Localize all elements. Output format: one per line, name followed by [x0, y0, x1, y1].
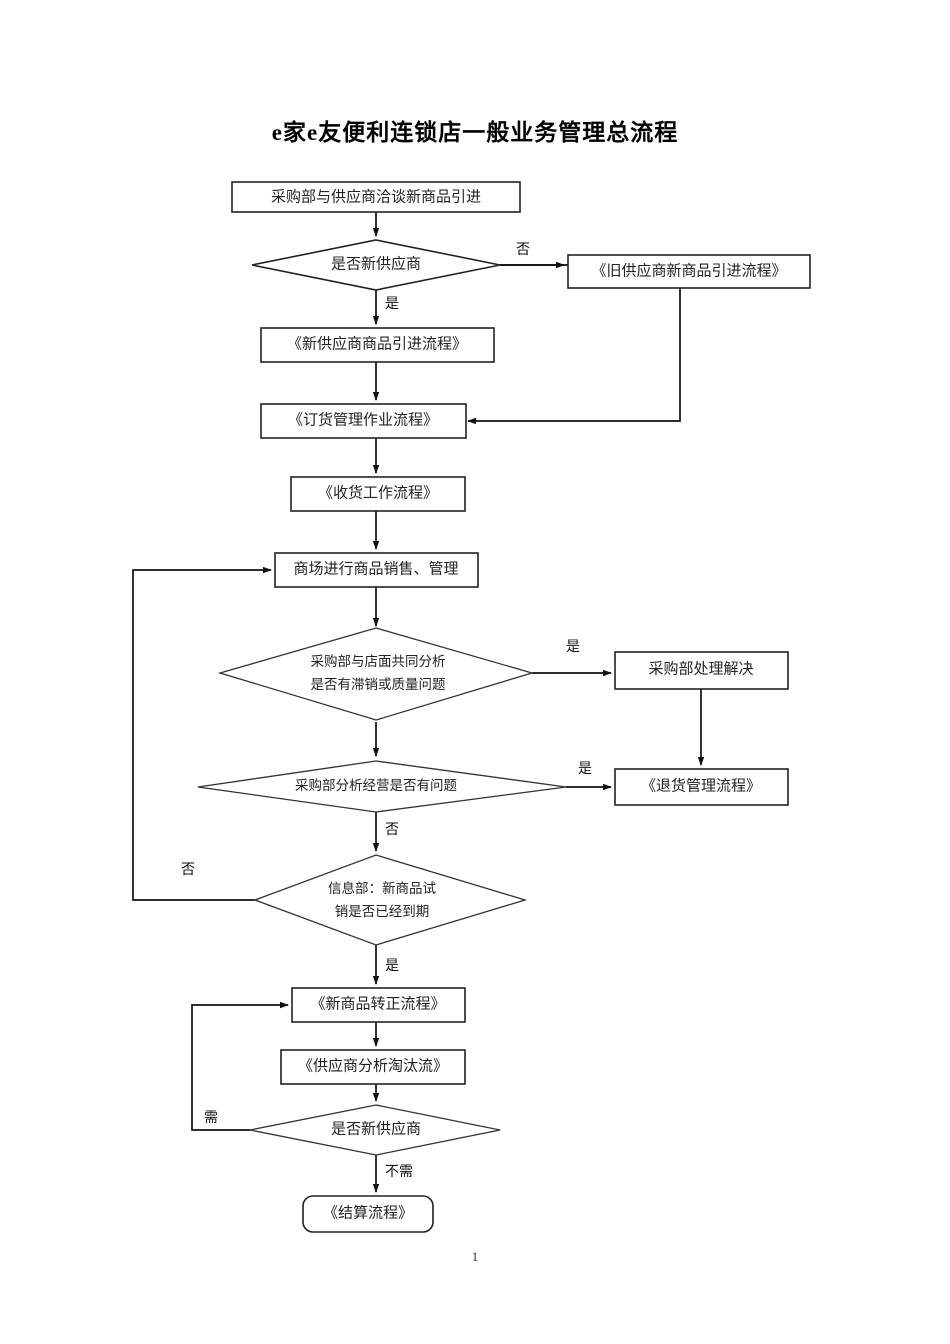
edge-label-need: 需 [204, 1110, 218, 1126]
node-n15-label: 是否新供应商 [331, 1119, 421, 1137]
edge-label-not-need: 不需 [385, 1164, 413, 1180]
node-n13[interactable]: 《新商品转正流程》 [291, 987, 466, 1023]
node-n10-label: 采购部分析经营是否有问题 [295, 778, 457, 793]
node-n3[interactable]: 《旧供应商新商品引进流程》 [567, 254, 811, 289]
node-n16-label: 《结算流程》 [323, 1203, 413, 1221]
node-n14-label: 《供应商分析淘汰流》 [298, 1056, 448, 1074]
node-n1[interactable]: 采购部与供应商洽谈新商品引进 [231, 181, 521, 213]
edge-label-yes-3: 是 [578, 762, 592, 777]
node-n4-label: 《新供应商商品引进流程》 [287, 334, 467, 352]
node-n1-label: 采购部与供应商洽谈新商品引进 [271, 187, 481, 205]
page-title: e家e友便利连锁店一般业务管理总流程 [271, 120, 679, 145]
node-n6-label: 《收货工作流程》 [318, 484, 438, 501]
node-n6[interactable]: 《收货工作流程》 [290, 476, 466, 512]
edge-n12-n7-loop [132, 566, 272, 901]
node-n10[interactable]: 采购部分析经营是否有问题 [197, 760, 567, 813]
node-n7-label: 商场进行商品销售、管理 [293, 560, 458, 577]
node-n5-label: 《订货管理作业流程》 [288, 411, 438, 428]
node-n11[interactable]: 《退货管理流程》 [614, 768, 789, 806]
node-n7[interactable]: 商场进行商品销售、管理 [274, 552, 479, 588]
node-n12[interactable]: 信息部：新商品试 销是否已经到期 [253, 854, 528, 946]
edge-label-yes-2: 是 [566, 640, 580, 655]
edge-n15-n13-loop [191, 1001, 289, 1131]
edge-label-no-3: 否 [181, 863, 195, 878]
node-n8-label-line2: 是否有滞销或质量问题 [311, 677, 446, 692]
connector-layer [132, 212, 705, 1193]
page-number: 1 [471, 1249, 479, 1264]
node-n3-label: 《旧供应商新商品引进流程》 [591, 261, 786, 279]
node-n15[interactable]: 是否新供应商 [249, 1104, 501, 1156]
edge-n3-n5 [467, 288, 681, 425]
node-n11-label: 《退货管理流程》 [641, 777, 761, 794]
node-n12-label-line2: 销是否已经到期 [335, 904, 430, 919]
edge-label-yes-4: 是 [385, 959, 399, 974]
node-n9[interactable]: 采购部处理解决 [614, 651, 789, 690]
edge-label-no-2: 否 [385, 823, 399, 838]
node-n8-label-line1: 采购部与店面共同分析 [311, 654, 446, 669]
node-n14[interactable]: 《供应商分析淘汰流》 [280, 1049, 466, 1085]
node-n2-label: 是否新供应商 [331, 254, 421, 272]
edge-label-no-1: 否 [516, 243, 530, 258]
node-n9-label: 采购部处理解决 [648, 660, 753, 677]
node-n12-label-line1: 信息部：新商品试 [328, 880, 436, 896]
node-n5[interactable]: 《订货管理作业流程》 [260, 403, 467, 439]
node-n8[interactable]: 采购部与店面共同分析 是否有滞销或质量问题 [217, 627, 535, 721]
node-n4[interactable]: 《新供应商商品引进流程》 [260, 327, 495, 363]
node-n13-label: 《新商品转正流程》 [310, 995, 445, 1012]
edge-label-layer: 否 是 是 是 否 否 是 需 不需 [181, 243, 592, 1180]
node-n2[interactable]: 是否新供应商 [251, 239, 501, 291]
node-n16[interactable]: 《结算流程》 [302, 1195, 434, 1233]
edge-label-yes-1: 是 [385, 297, 399, 312]
